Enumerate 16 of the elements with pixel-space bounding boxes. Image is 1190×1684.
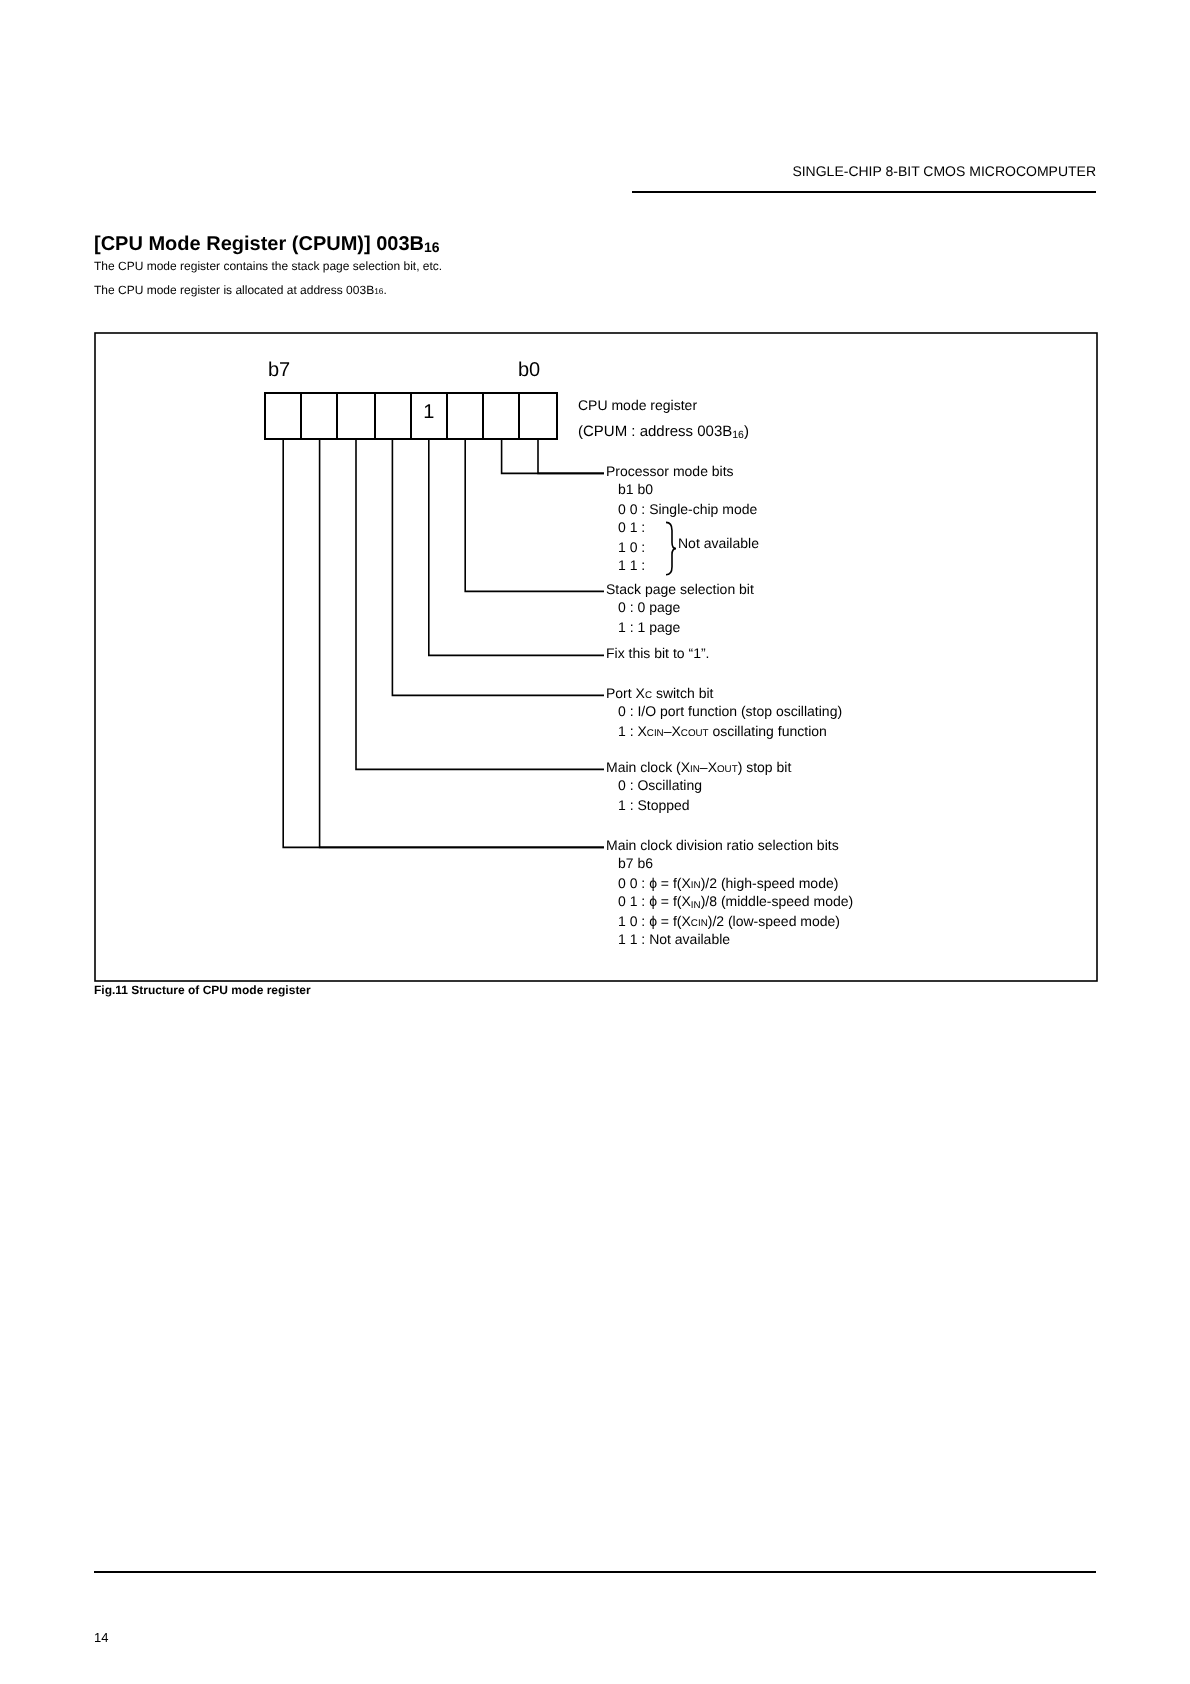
bit-value: 1	[421, 402, 437, 426]
leader-line	[464, 439, 605, 593]
register-bit-cell	[373, 392, 412, 440]
bit-label: b7	[268, 360, 291, 382]
register-bit-cell	[264, 392, 303, 440]
register-bit-cell	[518, 392, 558, 440]
register-bit-cell	[409, 392, 448, 440]
register-bit-cell	[300, 392, 339, 440]
register-bit-cell	[336, 392, 376, 440]
bit-label: b0	[518, 360, 541, 382]
leader-line	[391, 439, 605, 697]
leader-line	[428, 439, 605, 657]
register-bit-cell	[446, 392, 485, 440]
register-bit-cell	[482, 392, 521, 440]
leader-line	[355, 439, 605, 771]
leader-line	[500, 439, 605, 475]
